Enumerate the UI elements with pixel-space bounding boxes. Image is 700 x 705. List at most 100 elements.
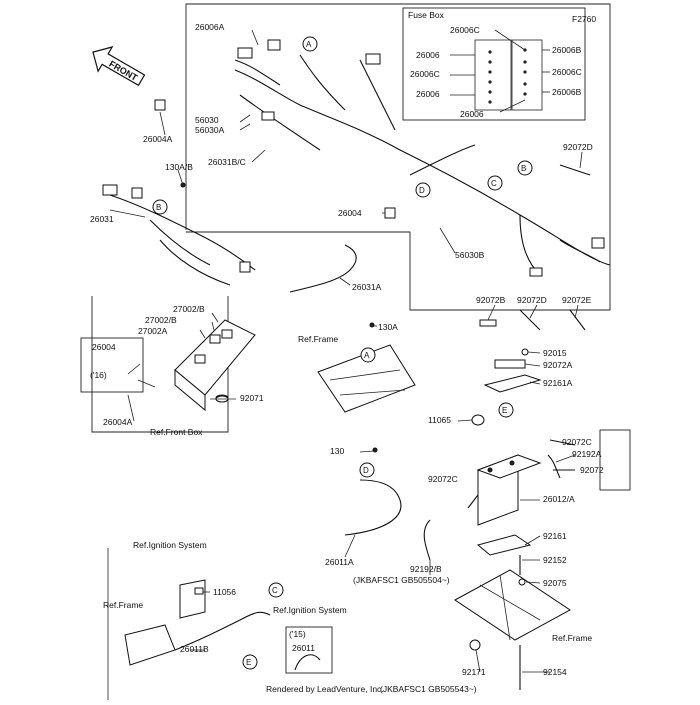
ref-letter-e-top: E	[498, 402, 514, 418]
part-26004A-relay	[154, 99, 166, 111]
credit-text: Rendered by LeadVenture, Inc.	[266, 684, 384, 694]
part-92072C-right	[549, 439, 576, 446]
sub-harness-26031A	[289, 244, 357, 293]
svg-text:C: C	[491, 179, 497, 188]
front-box-module	[174, 319, 256, 412]
label-56030A: 56030A	[195, 125, 225, 135]
main-harness	[234, 39, 611, 277]
label-year-15: ('15)	[289, 629, 306, 639]
label-ref-ignition-2: Ref.Ignition System	[273, 605, 347, 615]
part-11065	[471, 414, 485, 426]
label-92072A: 92072A	[543, 360, 573, 370]
part-92075	[518, 578, 526, 586]
label-26012-A: 26012/A	[543, 494, 575, 504]
figure-code: F2760	[572, 14, 596, 24]
label-92171: 92171	[462, 667, 486, 677]
svg-text:A: A	[364, 351, 370, 360]
part-92072B	[479, 319, 497, 327]
label-fuse-26006C-right: 26006C	[552, 67, 582, 77]
label-fuse-26006B-1: 26006B	[552, 45, 582, 55]
ref-letter-a-top: A	[302, 36, 318, 52]
svg-text:B: B	[156, 203, 161, 212]
label-26004A-top: 26004A	[143, 134, 173, 144]
label-fuse-26006-2: 26006	[416, 89, 440, 99]
part-92192-B	[423, 519, 431, 561]
label-26011B: 26011B	[180, 644, 209, 654]
sub-harness-26031	[102, 184, 256, 286]
label-year-16: ('16)	[90, 370, 107, 380]
ref-letter-e-bottom: E	[242, 654, 258, 670]
part-labels: F2760 26006C 26006 26006C 26006 26006 26…	[90, 14, 604, 694]
label-92072D-top: 92072D	[563, 142, 593, 152]
svg-text:A: A	[306, 40, 312, 49]
label-130A: 130A	[378, 322, 398, 332]
label-27002-B-1: 27002/B	[173, 304, 205, 314]
cable-26011	[294, 654, 321, 671]
label-130: 130	[330, 446, 344, 456]
label-92072C-left: 92072C	[428, 474, 458, 484]
cable-26011A	[344, 479, 402, 536]
label-56030B: 56030B	[455, 250, 485, 260]
svg-text:B: B	[521, 164, 526, 173]
label-26004A-bottom: 26004A	[103, 417, 133, 427]
label-92161: 92161	[543, 531, 567, 541]
label-26004-top: 26004	[338, 208, 362, 218]
fuse-box-title: Fuse Box	[408, 10, 445, 20]
svg-text:E: E	[502, 406, 507, 415]
label-ref-front-box: Ref.Front Box	[150, 427, 203, 437]
battery-tray-part	[454, 569, 571, 641]
label-92154: 92154	[543, 667, 567, 677]
label-jkbafsc1-a: (JKBAFSC1 GB505504~)	[353, 575, 450, 585]
part-92171	[469, 639, 481, 651]
part-26004-relay	[384, 207, 396, 219]
label-92192A: 92192A	[572, 449, 602, 459]
label-92192-B: 92192/B	[410, 564, 442, 574]
ref-letter-a-frame: A	[360, 347, 376, 363]
label-130A-B: 130A/B	[165, 162, 193, 172]
part-92192A	[547, 454, 561, 479]
part-92161	[476, 534, 532, 556]
label-56030: 56030	[195, 115, 219, 125]
label-26011: 26011	[292, 643, 315, 653]
label-fuse-26006C-top: 26006C	[450, 25, 480, 35]
svg-text:E: E	[246, 658, 251, 667]
label-26006A: 26006A	[195, 22, 225, 32]
part-92072D	[559, 164, 591, 176]
label-92072C-right: 92072C	[562, 437, 592, 447]
label-92072: 92072	[580, 465, 604, 475]
label-fuse-26006C-left: 26006C	[410, 69, 440, 79]
label-92072E: 92072E	[562, 295, 592, 305]
label-92072B: 92072B	[476, 295, 506, 305]
part-92072C	[467, 494, 479, 509]
cable-26011B	[174, 611, 271, 651]
svg-text:C: C	[272, 586, 278, 595]
ref-letter-b-left: B	[152, 199, 168, 215]
label-92152: 92152	[543, 555, 567, 565]
label-11065: 11065	[428, 415, 451, 425]
label-fuse-26006-3: 26006	[460, 109, 484, 119]
label-26011A: 26011A	[325, 557, 354, 567]
label-11056: 11056	[213, 587, 236, 597]
ref-letter-d-bottom: D	[359, 462, 375, 478]
label-92075: 92075	[543, 578, 567, 588]
part-11056	[194, 587, 204, 595]
fuse-box-group: Fuse Box	[408, 10, 550, 113]
label-27002A: 27002A	[138, 326, 168, 336]
svg-text:D: D	[363, 466, 369, 475]
label-26031A: 26031A	[352, 282, 382, 292]
part-92072A	[494, 359, 526, 369]
ref-letters: A B C B D A E D C E	[152, 36, 533, 670]
ref-letter-c-bottom: C	[268, 582, 284, 598]
label-26031B-C: 26031B/C	[208, 157, 246, 167]
front-arrow-icon: FRONT	[92, 46, 146, 87]
label-fuse-26006B-2: 26006B	[552, 87, 582, 97]
label-fuse-26006-1: 26006	[416, 50, 440, 60]
leader-lines	[109, 29, 583, 673]
label-27002-B-2: 27002/B	[145, 315, 177, 325]
label-ref-frame-left: Ref.Frame	[103, 600, 143, 610]
part-92072D-top	[519, 309, 541, 331]
label-92071: 92071	[240, 393, 264, 403]
label-26004-left: 26004	[92, 342, 116, 352]
